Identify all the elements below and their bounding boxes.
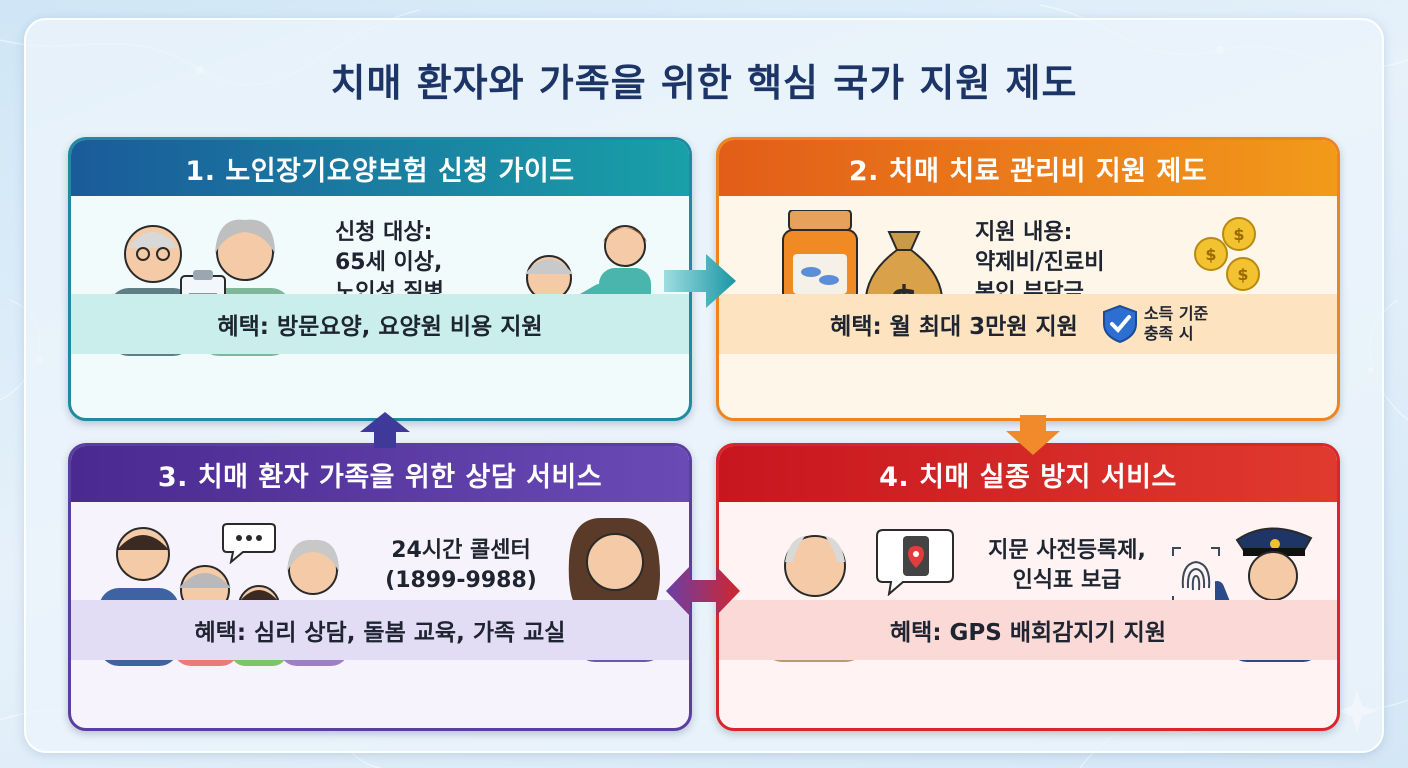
description-line: 지문 사전등록제, xyxy=(988,538,1146,563)
fingerprint-icon xyxy=(1172,547,1220,605)
description-line: 65세 이상, xyxy=(335,250,443,275)
svg-text:$: $ xyxy=(1205,245,1216,264)
card-benefit: 혜택: 방문요양, 요양원 비용 지원 xyxy=(71,294,689,354)
arrow-up-icon xyxy=(360,412,410,448)
card-description: 24시간 콜센터 (1899-9988) xyxy=(371,536,551,596)
card-body: $ 지원 내용: 약제비/진료비 본인 부담금 $ $ $ 혜택: 월 최대 3… xyxy=(719,196,1337,354)
card-benefit: 혜택: 월 최대 3만원 지원 소득 기준 충족 시 xyxy=(719,294,1337,354)
card-long-term-care: 1. 노인장기요양보험 신청 가이드 신청 대상: 65세 이상, 노인성 질병 xyxy=(68,137,692,421)
description-line: (1899-9988) xyxy=(385,568,537,593)
card-treatment-support: 2. 치매 치료 관리비 지원 제도 $ 지원 내용: 약제비/진료비 본인 부… xyxy=(716,137,1340,421)
arrow-bidirectional-icon xyxy=(666,566,740,616)
description-line: 지원 내용: xyxy=(975,220,1073,245)
description-line: 인식표 보급 xyxy=(1012,568,1122,593)
income-criteria-badge: 소득 기준 충족 시 xyxy=(1102,304,1226,344)
benefit-text: 혜택: 월 최대 3만원 지원 xyxy=(830,314,1078,340)
card-missing-prevention: 4. 치매 실종 방지 서비스 지문 사전등록제, 인식표 보급 xyxy=(716,443,1340,731)
card-family-counseling: 3. 치매 환자 가족을 위한 상담 서비스 24시간 콜센터 (1899-99… xyxy=(68,443,692,731)
badge-line: 충족 시 xyxy=(1143,324,1194,343)
page-title: 치매 환자와 가족을 위한 핵심 국가 지원 제도 xyxy=(330,61,1078,105)
speech-bubble-icon xyxy=(222,523,276,564)
card-benefit: 혜택: 심리 상담, 돌봄 교육, 가족 교실 xyxy=(71,600,689,660)
card-heading: 4. 치매 실종 방지 서비스 xyxy=(719,446,1337,502)
card-heading: 2. 치매 치료 관리비 지원 제도 xyxy=(719,140,1337,196)
location-phone-icon xyxy=(876,529,954,596)
arrow-down-icon xyxy=(1006,415,1060,455)
arrow-right-icon xyxy=(664,254,736,308)
description-line: 24시간 콜센터 xyxy=(391,538,531,563)
card-heading: 3. 치매 환자 가족을 위한 상담 서비스 xyxy=(71,446,689,502)
card-body: 지문 사전등록제, 인식표 보급 혜택: GPS 배회감지기 지원 xyxy=(719,502,1337,662)
description-line: 약제비/진료비 xyxy=(975,250,1105,275)
card-description: 지문 사전등록제, 인식표 보급 xyxy=(967,536,1167,596)
svg-text:$: $ xyxy=(1237,265,1248,284)
svg-text:$: $ xyxy=(1233,225,1244,244)
badge-line: 소득 기준 xyxy=(1143,304,1209,323)
card-body: 24시간 콜센터 (1899-9988) 혜택: 심리 상담, 돌봄 교육, 가… xyxy=(71,502,689,666)
card-body: 신청 대상: 65세 이상, 노인성 질병 혜택: 방문요양, 요양원 비용 지… xyxy=(71,196,689,356)
shield-check-icon xyxy=(1102,304,1137,344)
description-line: 신청 대상: xyxy=(335,220,433,245)
card-benefit: 혜택: GPS 배회감지기 지원 xyxy=(719,600,1337,660)
card-heading: 1. 노인장기요양보험 신청 가이드 xyxy=(71,140,689,196)
